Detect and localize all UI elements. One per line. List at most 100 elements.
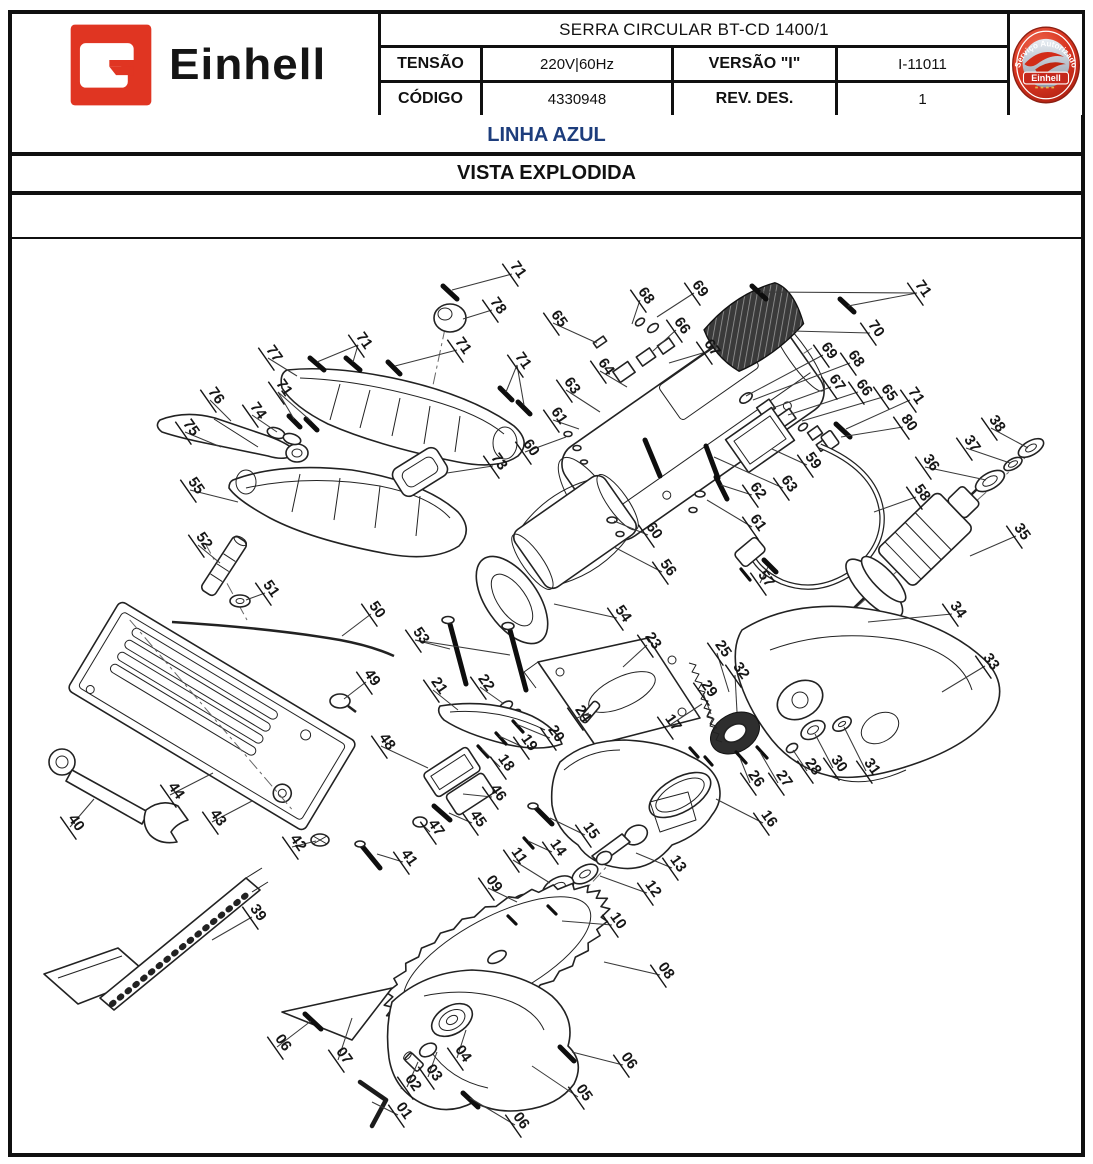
svg-text:71: 71 bbox=[506, 258, 529, 281]
svg-text:03: 03 bbox=[422, 1061, 445, 1084]
part-label-50: 50 bbox=[341, 598, 389, 637]
svg-text:52: 52 bbox=[192, 529, 215, 552]
svg-text:74: 74 bbox=[246, 399, 270, 423]
part-label-26: 26 bbox=[739, 757, 768, 797]
part-label-61: 61 bbox=[706, 499, 770, 541]
part-label-66: 66 bbox=[787, 376, 876, 416]
svg-text:06: 06 bbox=[271, 1031, 294, 1054]
part-label-57: 57 bbox=[749, 566, 778, 597]
part-label-51: 51 bbox=[245, 577, 283, 607]
svg-text:71: 71 bbox=[904, 384, 927, 407]
part-label-30: 30 bbox=[814, 733, 851, 782]
svg-text:14: 14 bbox=[546, 836, 570, 860]
svg-text:08: 08 bbox=[654, 959, 677, 982]
field-value-codigo: 4330948 bbox=[483, 83, 671, 115]
part-label-38: 38 bbox=[980, 412, 1029, 449]
part-label-58: 58 bbox=[873, 481, 934, 513]
svg-text:61: 61 bbox=[746, 511, 769, 534]
part-label-80: 80 bbox=[840, 411, 921, 441]
svg-text:35: 35 bbox=[1010, 520, 1033, 543]
part-label-21: 21 bbox=[422, 674, 459, 711]
part-label-71: 71 bbox=[505, 349, 535, 406]
svg-text:39: 39 bbox=[246, 901, 269, 924]
svg-text:75: 75 bbox=[179, 416, 202, 439]
svg-text:44: 44 bbox=[164, 779, 188, 803]
part-label-19: 19 bbox=[498, 731, 541, 761]
base-plate-part bbox=[68, 601, 356, 831]
part-label-37: 37 bbox=[955, 432, 1011, 464]
svg-text:01: 01 bbox=[392, 1099, 415, 1122]
part-label-06: 06 bbox=[266, 1020, 312, 1061]
part-label-40: 40 bbox=[59, 798, 95, 841]
svg-text:76: 76 bbox=[204, 384, 227, 407]
empty-band bbox=[12, 195, 1081, 239]
handle-shell-top-part bbox=[280, 367, 525, 466]
part-label-31: 31 bbox=[843, 726, 884, 785]
svg-text:80: 80 bbox=[897, 411, 920, 434]
part-label-17: 17 bbox=[656, 703, 703, 741]
upper-guard-part bbox=[734, 605, 1001, 783]
field-label-tensao: TENSÃO bbox=[381, 48, 480, 80]
part-label-10: 10 bbox=[561, 909, 630, 939]
baffle-plate-part bbox=[724, 406, 796, 474]
small-top-parts bbox=[391, 303, 467, 498]
field-value-versao: I-11011 bbox=[838, 48, 1007, 80]
svg-text:15: 15 bbox=[579, 819, 602, 842]
part-label-71: 71 bbox=[759, 277, 935, 307]
svg-text:09: 09 bbox=[482, 872, 505, 895]
part-label-65: 65 bbox=[801, 381, 901, 422]
stator-parts bbox=[441, 474, 639, 693]
bracket-parts bbox=[310, 746, 495, 871]
part-label-62: 62 bbox=[720, 479, 770, 509]
svg-text:54: 54 bbox=[611, 602, 635, 626]
svg-text:59: 59 bbox=[801, 449, 824, 472]
part-label-36: 36 bbox=[914, 451, 987, 481]
svg-text:67: 67 bbox=[825, 371, 848, 394]
part-label-11: 11 bbox=[502, 844, 551, 884]
svg-text:58: 58 bbox=[910, 481, 933, 504]
svg-text:61: 61 bbox=[547, 404, 570, 427]
svg-text:63: 63 bbox=[560, 374, 583, 397]
part-label-28: 28 bbox=[792, 749, 825, 785]
part-label-54: 54 bbox=[553, 602, 635, 632]
screws-layer bbox=[286, 283, 857, 1110]
svg-text:38: 38 bbox=[985, 412, 1008, 435]
svg-text:68: 68 bbox=[844, 347, 867, 370]
part-label-22: 22 bbox=[469, 671, 505, 705]
part-label-78: 78 bbox=[462, 294, 510, 324]
svg-text:07: 07 bbox=[332, 1044, 355, 1067]
part-label-69: 69 bbox=[656, 277, 712, 318]
part-label-45: 45 bbox=[448, 807, 490, 837]
sheet-title: SERRA CIRCULAR BT-CD 1400/1 bbox=[381, 14, 1007, 45]
part-label-60: 60 bbox=[613, 519, 666, 549]
svg-text:55: 55 bbox=[184, 474, 207, 497]
svg-text:65: 65 bbox=[877, 381, 900, 404]
svg-text:13: 13 bbox=[666, 852, 689, 875]
svg-text:56: 56 bbox=[656, 556, 679, 579]
svg-text:47: 47 bbox=[424, 816, 447, 839]
svg-text:06: 06 bbox=[509, 1109, 532, 1132]
svg-text:28: 28 bbox=[801, 755, 824, 778]
part-label-32: 32 bbox=[724, 659, 753, 713]
svg-text:46: 46 bbox=[486, 781, 509, 804]
svg-text:32: 32 bbox=[729, 659, 752, 682]
field-value-tensao: 220V|60Hz bbox=[483, 48, 671, 80]
svg-text:23: 23 bbox=[641, 629, 664, 652]
part-label-49: 49 bbox=[343, 666, 384, 700]
part-label-69: 69 bbox=[745, 339, 841, 397]
svg-text:53: 53 bbox=[409, 624, 432, 647]
part-label-02: 02 bbox=[396, 1061, 425, 1101]
part-label-06: 06 bbox=[469, 1097, 533, 1139]
part-label-41: 41 bbox=[376, 846, 421, 876]
brand-wordmark: Einhell bbox=[169, 39, 327, 89]
part-label-12: 12 bbox=[599, 875, 665, 907]
switch-parts bbox=[592, 317, 676, 384]
part-label-33: 33 bbox=[941, 650, 1003, 693]
part-label-67: 67 bbox=[668, 336, 724, 366]
part-label-56: 56 bbox=[613, 546, 680, 586]
part-label-42: 42 bbox=[281, 831, 317, 861]
svg-text:27: 27 bbox=[772, 767, 795, 790]
svg-text:69: 69 bbox=[688, 277, 711, 300]
